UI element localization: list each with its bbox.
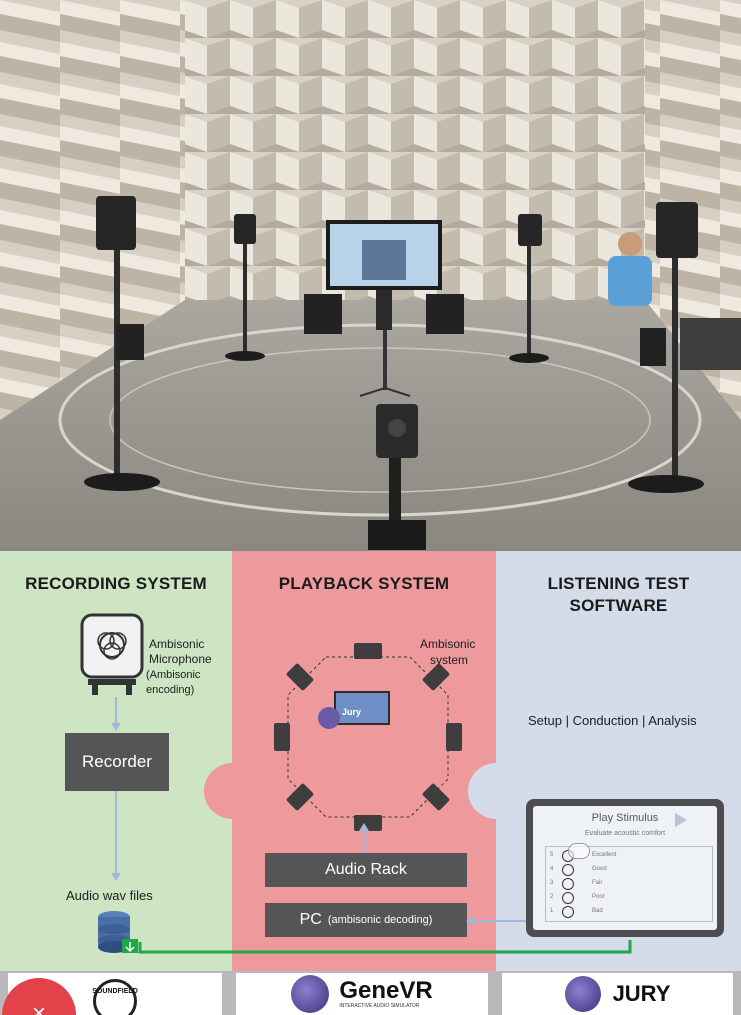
arrow-tablet-to-pc: [466, 916, 526, 926]
playback-system-title: PLAYBACK SYSTEM: [278, 574, 450, 593]
playback-system-column: PLAYBACK SYSTEM Ambisonic system Jury: [232, 551, 496, 971]
listening-test-column: LISTENING TEST SOFTWARE Setup | Conducti…: [466, 551, 741, 971]
option-number: 4: [550, 866, 554, 872]
arrow-rack-to-ring: [359, 823, 369, 853]
jury-logo-text: JURY: [612, 981, 671, 1006]
soundfield-logo-text: SOUNDFIELD: [92, 988, 138, 995]
genevr-logo-icon: [291, 975, 330, 1013]
mic-label-line3: (Ambisonic encoding): [146, 669, 201, 696]
rating-options-list: 5 Excellent 4 Good 3 Fair: [545, 843, 713, 922]
option-number: 2: [550, 894, 554, 900]
genevr-logo: GeneVR INTERACTIVE AUDIO SIMULATOR: [236, 973, 488, 1015]
option-label: Bad: [592, 908, 603, 914]
speaker-ring-diagram: [274, 643, 462, 831]
pc-main-label: PC: [299, 911, 322, 928]
ambisonic-system-line1: Ambisonic: [420, 637, 476, 651]
recording-system-column: RECORDING SYSTEM Ambisonic Microphone (A…: [0, 551, 232, 971]
option-number: 1: [550, 908, 554, 914]
arrow-mic-to-recorder: [111, 697, 121, 731]
hand-cursor-icon: [568, 843, 590, 859]
database-icon: [96, 909, 140, 955]
option-label: Good: [592, 866, 607, 872]
close-icon: ×: [31, 1000, 46, 1015]
play-icon: [675, 813, 687, 827]
tablet-app-mockup: Play Stimulus Evaluate acoustic comfort …: [526, 799, 724, 937]
pc-box: PC (ambisonic decoding): [265, 903, 467, 937]
audio-rack-box: Audio Rack: [265, 853, 467, 887]
system-diagram: RECORDING SYSTEM Ambisonic Microphone (A…: [0, 551, 741, 1015]
jury-logo-icon: [318, 707, 340, 729]
radio-icon[interactable]: [562, 878, 574, 890]
option-label: Excellent: [592, 852, 617, 858]
arrow-recorder-to-files: [111, 791, 121, 881]
notch-left: [204, 763, 260, 819]
jury-logo: JURY: [502, 973, 733, 1015]
jury-logo-circle-icon: [564, 976, 601, 1012]
jury-screen: Jury: [318, 691, 390, 729]
app-subtitle: Evaluate acoustic comfort: [584, 830, 666, 837]
green-connector: [138, 940, 632, 954]
pc-sub-label: (ambisonic decoding): [327, 914, 433, 926]
notch-right: [468, 763, 524, 819]
radio-icon[interactable]: [562, 906, 574, 918]
radio-icon[interactable]: [562, 892, 574, 904]
option-number: 3: [550, 880, 554, 886]
rating-option[interactable]: 3 Fair: [550, 877, 710, 891]
mic-label-line1: Ambisonic: [149, 637, 205, 651]
option-number: 5: [550, 852, 554, 858]
option-label: Fair: [592, 880, 603, 886]
rating-option[interactable]: 4 Good: [550, 863, 710, 877]
anechoic-chamber-photo: [0, 0, 741, 551]
rating-option[interactable]: 2 Poor: [550, 891, 710, 905]
ambisonic-microphone-icon: [78, 613, 146, 697]
mic-label-line2: Microphone: [149, 652, 212, 666]
option-label: Poor: [592, 894, 605, 900]
test-phases-label: Setup | Conduction | Analysis: [528, 713, 697, 728]
recording-system-title: RECORDING SYSTEM: [25, 574, 207, 593]
recorder-box: Recorder: [65, 733, 169, 791]
radio-icon[interactable]: [562, 864, 574, 876]
rating-option[interactable]: 1 Bad: [550, 905, 710, 919]
audio-files-label: Audio wav files: [66, 888, 153, 903]
app-title: Play Stimulus: [591, 812, 659, 824]
listening-test-title-line2: SOFTWARE: [569, 596, 668, 615]
screen-label: Jury: [342, 707, 362, 717]
ambisonic-system-line2: system: [430, 653, 469, 667]
listening-test-title-line1: LISTENING TEST: [547, 574, 690, 593]
genevr-tagline: INTERACTIVE AUDIO SIMULATOR: [339, 1003, 420, 1009]
genevr-logo-text: GeneVR: [339, 977, 433, 1004]
logos-strip: SOUNDFIELD GeneVR INTERACTIVE AUDIO SIMU…: [0, 971, 741, 1015]
